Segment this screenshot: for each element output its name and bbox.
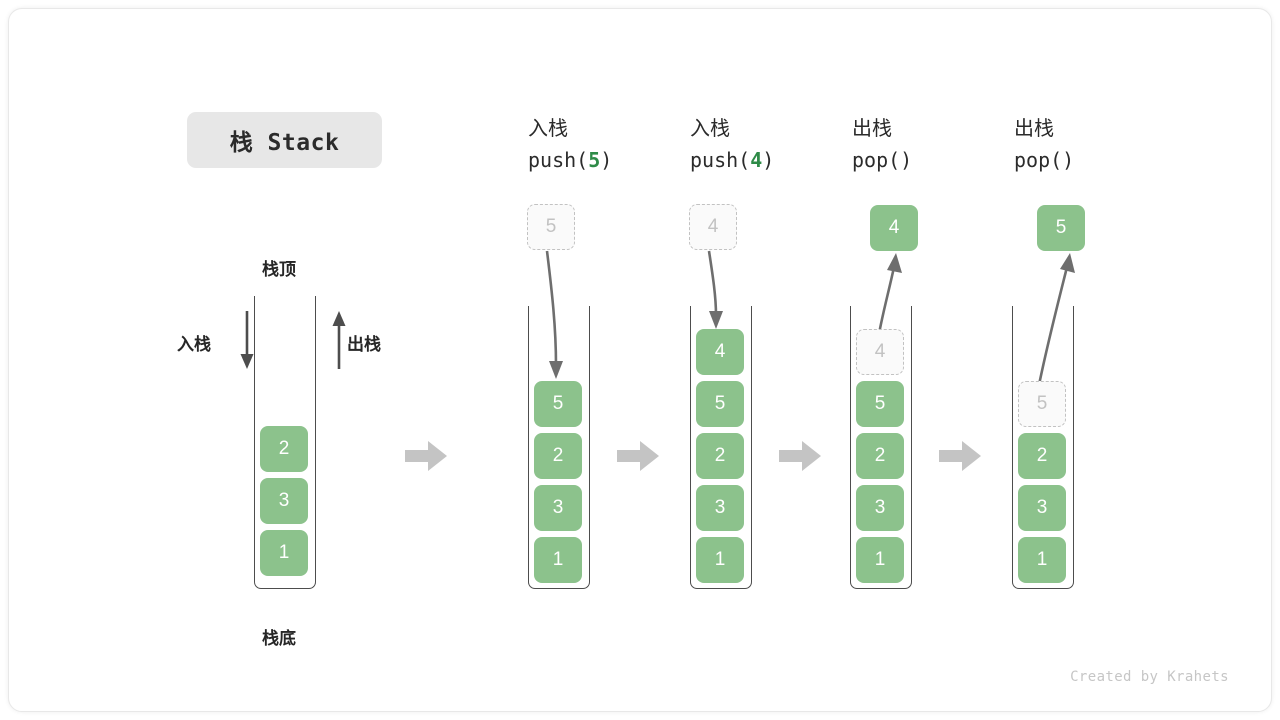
flow-separator-arrow-icon (405, 441, 447, 471)
stack-cell: 3 (534, 485, 582, 531)
stack-top-label: 栈顶 (262, 260, 296, 279)
pop-direction-label: 出栈 (347, 335, 381, 354)
stack-container-pop-2 (1012, 306, 1074, 589)
stack-cell: 2 (856, 433, 904, 479)
code-prefix: pop( (852, 148, 901, 172)
push-direction-arrow-icon (240, 311, 254, 369)
code-suffix: ) (1062, 148, 1075, 172)
stack-container-initial (254, 296, 316, 589)
stack-cell: 3 (1018, 485, 1066, 531)
stack-cell: 4 (696, 329, 744, 375)
stack-cell: 2 (1018, 433, 1066, 479)
code-arg: 5 (588, 148, 601, 172)
stack-cell: 5 (856, 381, 904, 427)
stack-cell: 3 (696, 485, 744, 531)
column-header-code: push(4) (690, 145, 774, 176)
stack-container-push-4 (690, 306, 752, 589)
popped-element-cell: 4 (870, 205, 918, 251)
column-header-cn: 入栈 (690, 118, 730, 140)
stack-cell: 2 (696, 433, 744, 479)
stack-cell: 2 (534, 433, 582, 479)
column-header-pop-1: 出栈 pop() (852, 114, 912, 176)
stack-cell: 5 (696, 381, 744, 427)
ghost-cell-removed: 5 (1018, 381, 1066, 427)
column-header-code: pop() (1014, 145, 1074, 176)
pop-direction-arrow-icon (332, 311, 346, 369)
column-header-push-5: 入栈 push(5) (528, 114, 612, 176)
stack-container-pop-1 (850, 306, 912, 589)
diagram-canvas: 栈 Stack 栈顶 栈底 入栈 出栈 入栈 push(5) 入栈 push(4… (8, 8, 1272, 712)
column-header-pop-2: 出栈 pop() (1014, 114, 1074, 176)
stack-cell: 3 (260, 478, 308, 524)
stack-cell: 5 (534, 381, 582, 427)
flow-separator-arrow-icon (939, 441, 981, 471)
title-badge: 栈 Stack (187, 112, 382, 168)
flow-separator-arrow-icon (779, 441, 821, 471)
stack-cell: 2 (260, 426, 308, 472)
column-header-cn: 入栈 (528, 118, 568, 140)
column-header-code: pop() (852, 145, 912, 176)
flow-separator-arrow-icon (617, 441, 659, 471)
stack-cell: 1 (856, 537, 904, 583)
ghost-cell-removed: 4 (856, 329, 904, 375)
stack-container-push-5 (528, 306, 590, 589)
code-prefix: pop( (1014, 148, 1063, 172)
stack-cell: 1 (534, 537, 582, 583)
footer-credit: Created by Krahets (1070, 669, 1229, 685)
code-suffix: ) (762, 148, 775, 172)
stack-cell: 1 (696, 537, 744, 583)
column-header-code: push(5) (528, 145, 612, 176)
ghost-cell-incoming: 4 (689, 204, 737, 250)
ghost-cell-incoming: 5 (527, 204, 575, 250)
code-prefix: push( (690, 148, 751, 172)
column-header-cn: 出栈 (1014, 118, 1054, 140)
push-direction-label: 入栈 (177, 335, 211, 354)
stack-cell: 3 (856, 485, 904, 531)
code-arg: 4 (750, 148, 763, 172)
column-header-cn: 出栈 (852, 118, 892, 140)
stack-cell: 1 (1018, 537, 1066, 583)
code-suffix: ) (600, 148, 613, 172)
stack-cell: 1 (260, 530, 308, 576)
popped-element-cell: 5 (1037, 205, 1085, 251)
stack-bottom-label: 栈底 (262, 629, 296, 648)
code-suffix: ) (900, 148, 913, 172)
column-header-push-4: 入栈 push(4) (690, 114, 774, 176)
code-prefix: push( (528, 148, 589, 172)
